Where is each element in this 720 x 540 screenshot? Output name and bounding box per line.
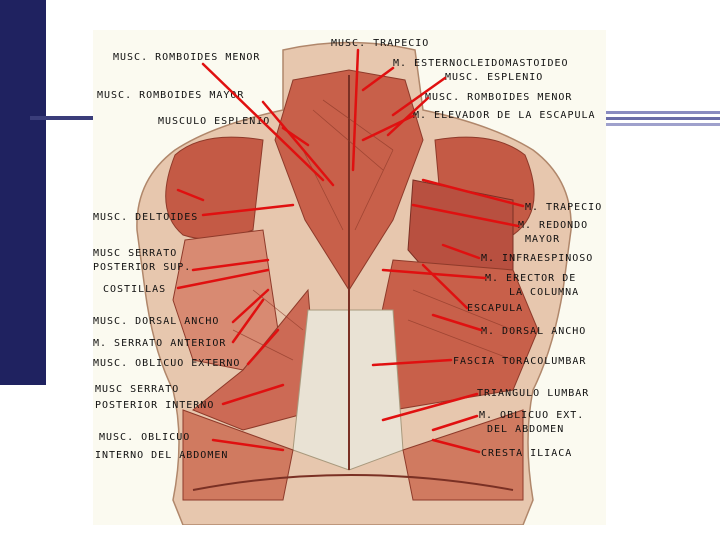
label-dorsal-ancho-left: MUSC. DORSAL ANCHO [93, 316, 220, 327]
pointer-esternocleido [361, 66, 395, 92]
pointer-esplenio-right [391, 76, 447, 117]
pointer-dorsal-ancho-left [231, 288, 270, 324]
label-fascia-toracolumbar: FASCIA TORACOLUMBAR [453, 356, 587, 367]
label-erector-2: LA COLUMNA [509, 287, 580, 298]
label-esternocleidomastoideo: M. ESTERNOCLEIDOMASTOIDEO [393, 58, 569, 69]
label-oblicuo-ext-2: DEL ABDOMEN [487, 424, 565, 435]
pointer-romboides-menor-right [386, 96, 430, 137]
left-latissimus-muscle [192, 288, 319, 431]
label-serrato-anterior: M. SERRATO ANTERIOR [93, 338, 227, 349]
label-escapula: ESCAPULA [467, 303, 524, 314]
pointer-lines [176, 48, 525, 454]
label-oblicuo-externo: MUSC. OBLICUO EXTERNO [93, 358, 241, 369]
label-oblicuo-int-2: INTERNO DEL ABDOMEN [95, 450, 229, 461]
label-serrato-post-sup-1: MUSC SERRATO [93, 248, 178, 259]
label-oblicuo-int-1: MUSC. OBLICUO [99, 432, 191, 443]
pointer-trapecio-right [421, 178, 525, 208]
pointer-trapecio-top [351, 48, 360, 172]
pointer-escapula [421, 263, 469, 310]
label-triangulo-lumbar: TRIANGULO LUMBAR [477, 388, 590, 399]
label-esplenio-right: MUSC. ESPLENIO [445, 72, 544, 83]
pointer-deltoides [201, 203, 295, 217]
label-redondo-1: M. REDONDO [518, 220, 589, 231]
label-serrato-post-inf-1: MUSC SERRATO [95, 384, 180, 395]
pointer-serrato-post-inf [221, 383, 285, 406]
pointer-deltoides-upper [176, 188, 205, 202]
slide-divider-left [30, 116, 94, 120]
label-deltoides: MUSC. DELTOIDES [93, 212, 199, 223]
right-oblique-muscle [402, 409, 524, 501]
label-oblicuo-ext-1: M. OBLICUO EXT. [479, 410, 585, 421]
label-dorsal-ancho-right: M. DORSAL ANCHO [481, 326, 587, 337]
label-trapecio-right: M. TRAPECIO [525, 202, 603, 213]
pointer-costillas [176, 268, 270, 290]
pointer-oblicuo-ext [431, 414, 479, 432]
back-muscles-illustration [136, 41, 572, 525]
label-costillas: COSTILLAS [103, 284, 167, 295]
pointer-romboides-mayor [261, 100, 335, 187]
pointer-elevador [361, 114, 415, 142]
slide-divider-right-top [606, 111, 720, 114]
pointer-serrato-post-sup [191, 258, 270, 272]
muscle-fiber-lines [232, 99, 514, 361]
pointer-fascia [371, 358, 453, 367]
label-trapecio-top: MUSC. TRAPECIO [331, 38, 430, 49]
label-serrato-post-sup-2: POSTERIOR SUP. [93, 262, 192, 273]
iliac-crest [192, 474, 514, 491]
label-romboides-menor-left: MUSC. ROMBOIDES MENOR [113, 52, 261, 63]
slide-sidebar-bar [0, 0, 46, 385]
left-oblique-muscle [182, 409, 294, 501]
pointer-oblicuo-externo [246, 328, 280, 366]
pointer-infraespinoso [441, 243, 481, 260]
pointer-oblicuo-int [211, 438, 285, 452]
label-elevador-escapula: M. ELEVADOR DE LA ESCAPULA [413, 110, 596, 121]
label-erector-1: M. ERECTOR DE [485, 273, 577, 284]
slide-divider-right-middle [606, 117, 720, 120]
label-infraespinoso: M. INFRAESPINOSO [481, 253, 594, 264]
label-romboides-menor-right: MUSC. ROMBOIDES MENOR [425, 92, 573, 103]
pointer-dorsal-ancho-right [431, 313, 483, 332]
pointer-cresta [431, 438, 481, 454]
pointer-triangulo [381, 392, 479, 422]
slide-divider-right-bottom [606, 123, 720, 126]
pointer-erector [381, 268, 487, 280]
pointer-romboides-menor-left [201, 62, 325, 182]
pointer-musculo-esplenio [281, 126, 310, 147]
label-cresta-iliaca: CRESTA ILIACA [481, 448, 573, 459]
label-romboides-mayor: MUSC. ROMBOIDES MAYOR [97, 90, 245, 101]
label-musculo-esplenio: MUSCULO ESPLENIO [158, 116, 271, 127]
pointer-redondo [411, 203, 520, 228]
anatomy-figure: MUSC. ROMBOIDES MENOR MUSC. ROMBOIDES MA… [93, 30, 606, 525]
label-serrato-post-inf-2: POSTERIOR INTERNO [95, 400, 215, 411]
pointer-serrato-anterior [231, 298, 265, 344]
label-redondo-2: MAYOR [525, 234, 561, 245]
